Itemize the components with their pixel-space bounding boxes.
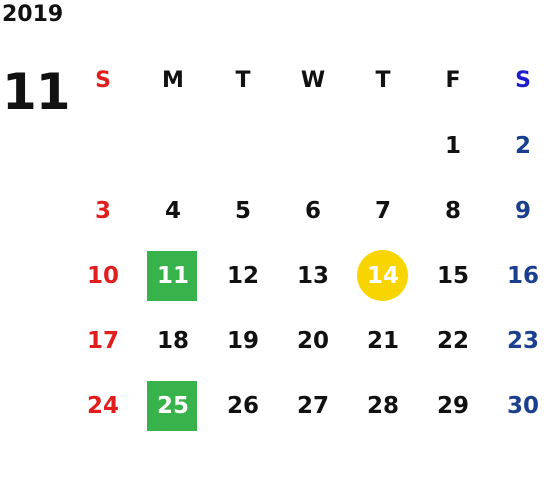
day-number: 17 (86, 327, 119, 354)
day-number: 9 (514, 197, 531, 224)
day-number: 1 (444, 132, 461, 159)
calendar-day[interactable]: 15 (418, 243, 488, 308)
calendar-day[interactable]: 4 (138, 178, 208, 243)
calendar-day[interactable]: 17 (68, 308, 138, 373)
calendar-day[interactable]: 22 (418, 308, 488, 373)
calendar-day[interactable]: 28 (348, 373, 418, 438)
calendar-day-today[interactable]: 14 (348, 243, 418, 308)
day-number: 18 (156, 327, 189, 354)
weekday-header-saturday: S (515, 68, 531, 93)
day-number: 10 (86, 262, 119, 289)
day-number: 28 (366, 392, 399, 419)
day-number: 12 (226, 262, 259, 289)
calendar-day[interactable]: 9 (488, 178, 548, 243)
day-number: 30 (506, 392, 539, 419)
weekday-header-tuesday: T (235, 68, 251, 93)
weekday-header-friday: F (445, 68, 461, 93)
calendar-day[interactable]: 5 (208, 178, 278, 243)
calendar-day-empty (138, 113, 208, 178)
day-number: 4 (164, 197, 181, 224)
calendar-day[interactable]: 12 (208, 243, 278, 308)
day-number: 2 (514, 132, 531, 159)
calendar-day[interactable]: 13 (278, 243, 348, 308)
day-number: 8 (444, 197, 461, 224)
calendar-day[interactable]: 24 (68, 373, 138, 438)
calendar-day-highlighted[interactable]: 11 (138, 243, 208, 308)
day-number: 5 (234, 197, 251, 224)
calendar-day-empty (278, 113, 348, 178)
calendar-day[interactable]: 7 (348, 178, 418, 243)
day-number: 22 (436, 327, 469, 354)
calendar-day[interactable]: 27 (278, 373, 348, 438)
calendar-day[interactable]: 18 (138, 308, 208, 373)
day-number: 19 (226, 327, 259, 354)
calendar-day[interactable]: 10 (68, 243, 138, 308)
calendar-grid: S M T W T F S 1 2 3 4 5 6 7 8 9 10 11 12… (68, 48, 544, 438)
calendar-day-empty (348, 113, 418, 178)
day-number: 23 (506, 327, 539, 354)
calendar-day[interactable]: 16 (488, 243, 548, 308)
year-label: 2019 (2, 2, 64, 27)
weekday-header-thursday: T (375, 68, 391, 93)
calendar-day[interactable]: 23 (488, 308, 548, 373)
weekday-header-monday: M (162, 68, 184, 93)
calendar-day[interactable]: 21 (348, 308, 418, 373)
calendar-day[interactable]: 2 (488, 113, 548, 178)
weekday-header-wednesday: W (300, 68, 326, 93)
day-number: 7 (374, 197, 391, 224)
day-number: 24 (86, 392, 119, 419)
calendar-day[interactable]: 30 (488, 373, 548, 438)
day-number: 6 (304, 197, 321, 224)
month-number: 11 (2, 63, 71, 121)
calendar-day-highlighted[interactable]: 25 (138, 373, 208, 438)
calendar-day[interactable]: 1 (418, 113, 488, 178)
day-number: 27 (296, 392, 329, 419)
weekday-header-sunday: S (95, 68, 111, 93)
day-number: 15 (436, 262, 469, 289)
day-number: 14 (366, 262, 399, 289)
calendar-day[interactable]: 8 (418, 178, 488, 243)
day-number: 21 (366, 327, 399, 354)
calendar-day[interactable]: 20 (278, 308, 348, 373)
day-number: 26 (226, 392, 259, 419)
day-number: 3 (94, 197, 111, 224)
day-number: 16 (506, 262, 539, 289)
day-number: 13 (296, 262, 329, 289)
day-number: 29 (436, 392, 469, 419)
calendar-day-empty (68, 113, 138, 178)
day-number: 20 (296, 327, 329, 354)
calendar-day[interactable]: 29 (418, 373, 488, 438)
calendar-day[interactable]: 3 (68, 178, 138, 243)
calendar-day-empty (208, 113, 278, 178)
day-number: 11 (156, 262, 189, 289)
calendar-day[interactable]: 26 (208, 373, 278, 438)
calendar-day[interactable]: 6 (278, 178, 348, 243)
day-number: 25 (156, 392, 189, 419)
calendar-day[interactable]: 19 (208, 308, 278, 373)
